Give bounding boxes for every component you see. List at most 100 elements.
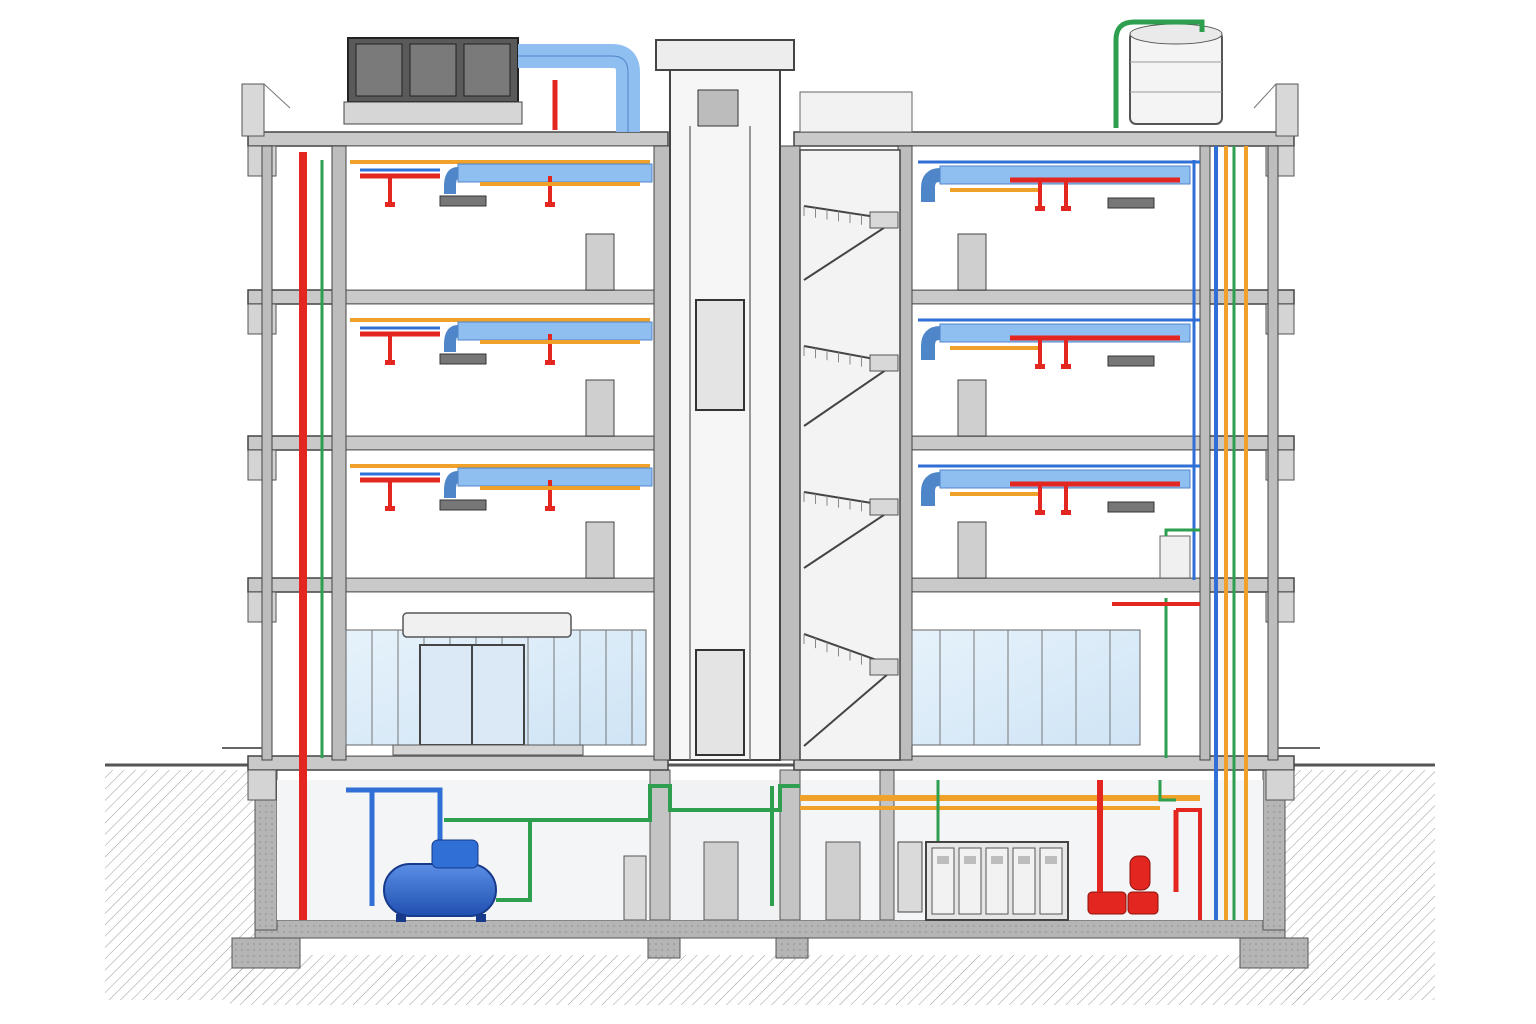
sprinkler-head-right-2-0 [1035,510,1045,515]
fire-pressure-tank [1129,855,1151,891]
rooftop [241,19,1299,137]
basement-slab [254,919,1286,939]
door-right-floor-1 [957,379,987,437]
panel-display-2 [991,856,1003,864]
fire-pump-set [1087,780,1179,915]
slab-left-2 [247,435,669,451]
chiller-base [343,101,523,125]
rooftop-green-pipe [1113,19,1205,128]
control-box [897,841,923,913]
sprinkler-head-left-2-1 [545,506,555,511]
lobby-glazing-right [911,629,1141,746]
roof-parapet-right [1275,83,1299,137]
panel-display-3 [1018,856,1030,864]
panel-cabinet-1 [958,847,982,915]
ground-floor [345,612,1141,756]
earth-bottom [230,955,1310,1005]
diffuser-right-0 [1107,197,1155,209]
panel-cabinets [931,847,1063,915]
stair-flights [803,205,899,747]
chiller-fan-1 [355,43,403,97]
sprinkler-head-left-2-0 [385,506,395,511]
mep-systems [299,146,1248,920]
chiller-fan-3 [463,43,511,97]
rooftop-chiller [343,37,523,125]
tank-top [1129,23,1223,45]
room-right-2 [911,449,1201,579]
rooftop-duct [518,44,640,132]
fire-pump-2 [1127,891,1159,915]
column-6 [1199,145,1211,761]
door-left-floor-0 [585,233,615,291]
tank-leg-1 [396,914,406,922]
stair-flight-down-0 [803,219,897,281]
door-right-floor-2 [957,521,987,579]
basement-door-1 [703,841,739,921]
panel-cabinet-4 [1039,847,1063,915]
duct-drop-left-0 [444,167,459,194]
tank-pump [431,839,479,869]
electrical-panels [897,841,1069,921]
fire-room-header [1176,808,1202,920]
interior-doors [585,233,987,579]
fire-room-water [1158,780,1176,802]
door-left-floor-2 [585,521,615,579]
foundation-left [231,937,301,969]
elevator-machine-room [655,39,795,71]
slab-left-4 [247,755,669,771]
basement-supply-loop [346,787,443,840]
column-4 [779,145,801,761]
core [655,39,901,761]
duct-left-0 [457,163,653,183]
column-1 [1267,145,1279,761]
edge-beam-left-4 [247,769,277,801]
column-2 [331,145,347,761]
diffuser-right-2 [1107,501,1155,513]
stair-landing-3 [869,658,899,676]
sprinkler-head-right-0-0 [1035,206,1045,211]
duct-drop-left-1 [444,325,459,352]
restroom-fixture [1159,535,1191,579]
basement-water-tank [383,839,497,922]
duct-left-1 [457,321,653,341]
sprinkler-head-left-0-1 [545,202,555,207]
basement-water-main [444,784,800,822]
stair-landing-1 [869,354,899,372]
rooftop-duct-outline [518,55,629,132]
entrance-step [392,744,584,756]
sprinkler-head-left-1-1 [545,360,555,365]
slab-left-0 [247,131,669,147]
tank-vessel [383,863,497,917]
duct-drop-left-2 [444,471,459,498]
rooftop-water-tank [1129,23,1223,125]
door-left-floor-1 [585,379,615,437]
column-3 [653,145,671,761]
elevator-door-ground [695,649,745,756]
elevator-motor [697,89,739,127]
slab-left-1 [247,289,669,305]
tank-body [1129,31,1223,125]
stair-landing-0 [869,211,899,229]
panel-display-4 [1045,856,1057,864]
diffuser-right-1 [1107,355,1155,367]
basement-door-2 [825,841,861,921]
sprinkler-head-right-1-1 [1061,364,1071,369]
slab-right-0 [793,131,1295,147]
entrance-canopy [402,612,572,638]
foundation-mid-2 [775,937,809,959]
door-right-floor-0 [957,233,987,291]
foundation-mid-1 [647,937,681,959]
basement-column-3 [879,769,895,921]
rooftop-penthouse [799,91,913,133]
diffuser-left-2 [439,499,487,511]
duct-left-2 [457,467,653,487]
diffuser-left-1 [439,353,487,365]
stair-flight-down-3 [803,666,897,747]
panel-cabinet-0 [931,847,955,915]
roof-railing-right [1253,83,1277,109]
tank-leg-2 [476,914,486,922]
edge-beam-right-4 [1265,769,1295,801]
stair-flight-down-2 [803,506,897,569]
sprinkler-head-left-0-0 [385,202,395,207]
panel-display-0 [937,856,949,864]
